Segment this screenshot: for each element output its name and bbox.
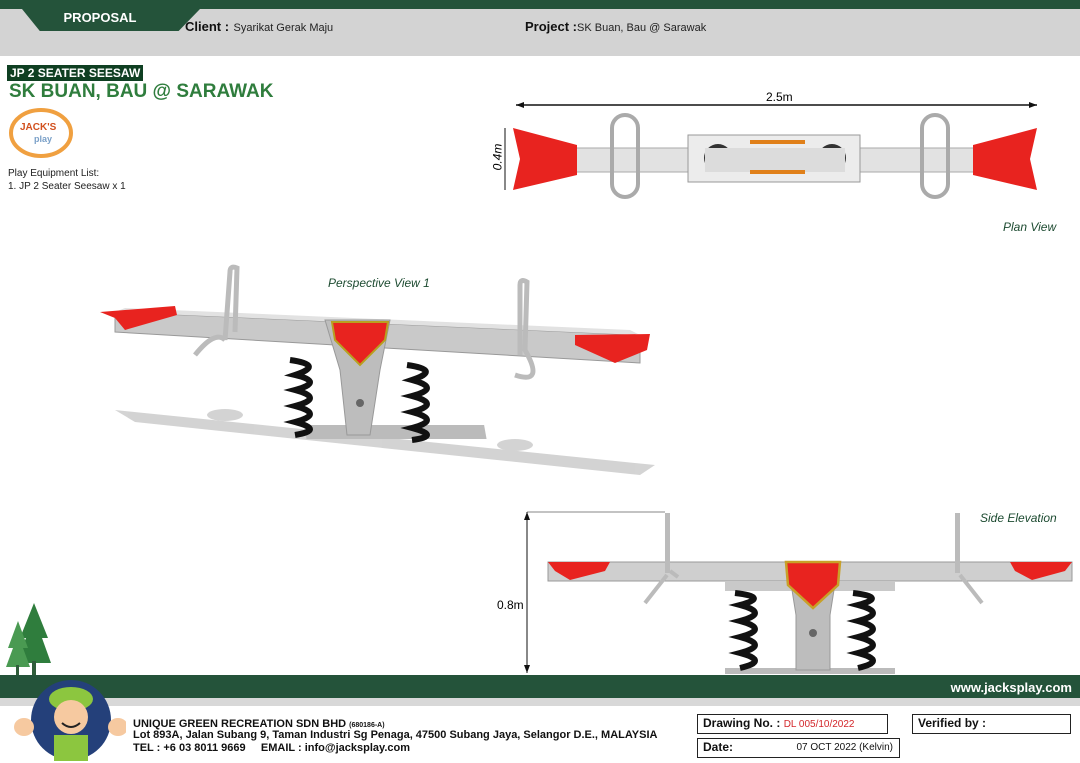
website-link[interactable]: www.jacksplay.com [950,680,1072,695]
drawing-number: DL 005/10/2022 [783,719,855,730]
drawing-label: Drawing No. : [703,716,781,730]
perspective-view-drawing [100,264,655,475]
svg-text:JACK'S: JACK'S [20,122,57,133]
plan-view-drawing [504,102,1037,199]
top-band [0,0,1080,9]
verified-label: Verified by : [918,716,987,730]
perspective-view-label: Perspective View 1 [328,276,430,290]
side-elevation-label: Side Elevation [980,511,1057,525]
depth-dimension: 0.4m [490,143,505,171]
client-label: Client : [185,19,230,34]
date-value: 07 OCT 2022 (Kelvin) [796,742,893,753]
company-contact: TEL : +6 03 8011 9669 EMAIL : info@jacks… [133,742,410,754]
left-seat [513,128,577,190]
date-box: Date: 07 OCT 2022 (Kelvin) [697,738,900,758]
tree-icon [6,603,51,676]
jacks-play-logo: JACK'S play [9,108,73,158]
project-field: Project :SK Buan, Bau @ Sarawak [525,18,706,36]
company-reg: (680186-A) [349,722,385,729]
company-address: Lot 893A, Jalan Subang 9, Taman Industri… [133,729,658,741]
footer-gray-strip [0,698,1080,706]
width-dimension: 2.5m [766,90,793,104]
plan-view-label: Plan View [1003,220,1057,234]
date-label: Date: [703,740,734,754]
project-label: Project : [525,19,578,34]
svg-text:play: play [34,134,52,144]
side-elevation-drawing [524,511,1073,674]
verified-by-box: Verified by : [912,714,1071,734]
project-value: SK Buan, Bau @ Sarawak [577,22,707,34]
drawing-number-box: Drawing No. : DL 005/10/2022 [697,714,888,734]
site-title: SK BUAN, BAU @ SARAWAK [9,81,274,102]
product-tag: JP 2 SEATER SEESAW [7,65,144,81]
website-band: www.jacksplay.com [0,675,1080,698]
equipment-list-title: Play Equipment List: [8,168,100,179]
company-name: UNIQUE GREEN RECREATION SDN BHD [133,718,347,730]
equipment-list-item: 1. JP 2 Seater Seesaw x 1 [8,181,126,192]
company-name-line: UNIQUE GREEN RECREATION SDN BHD (680186-… [133,718,385,730]
height-dimension: 0.8m [497,598,524,612]
client-value: Syarikat Gerak Maju [233,22,334,34]
right-seat [973,128,1037,190]
client-field: Client : Syarikat Gerak Maju [185,18,333,36]
proposal-tab: PROPOSAL [22,9,200,31]
mascot-logo [14,680,126,761]
